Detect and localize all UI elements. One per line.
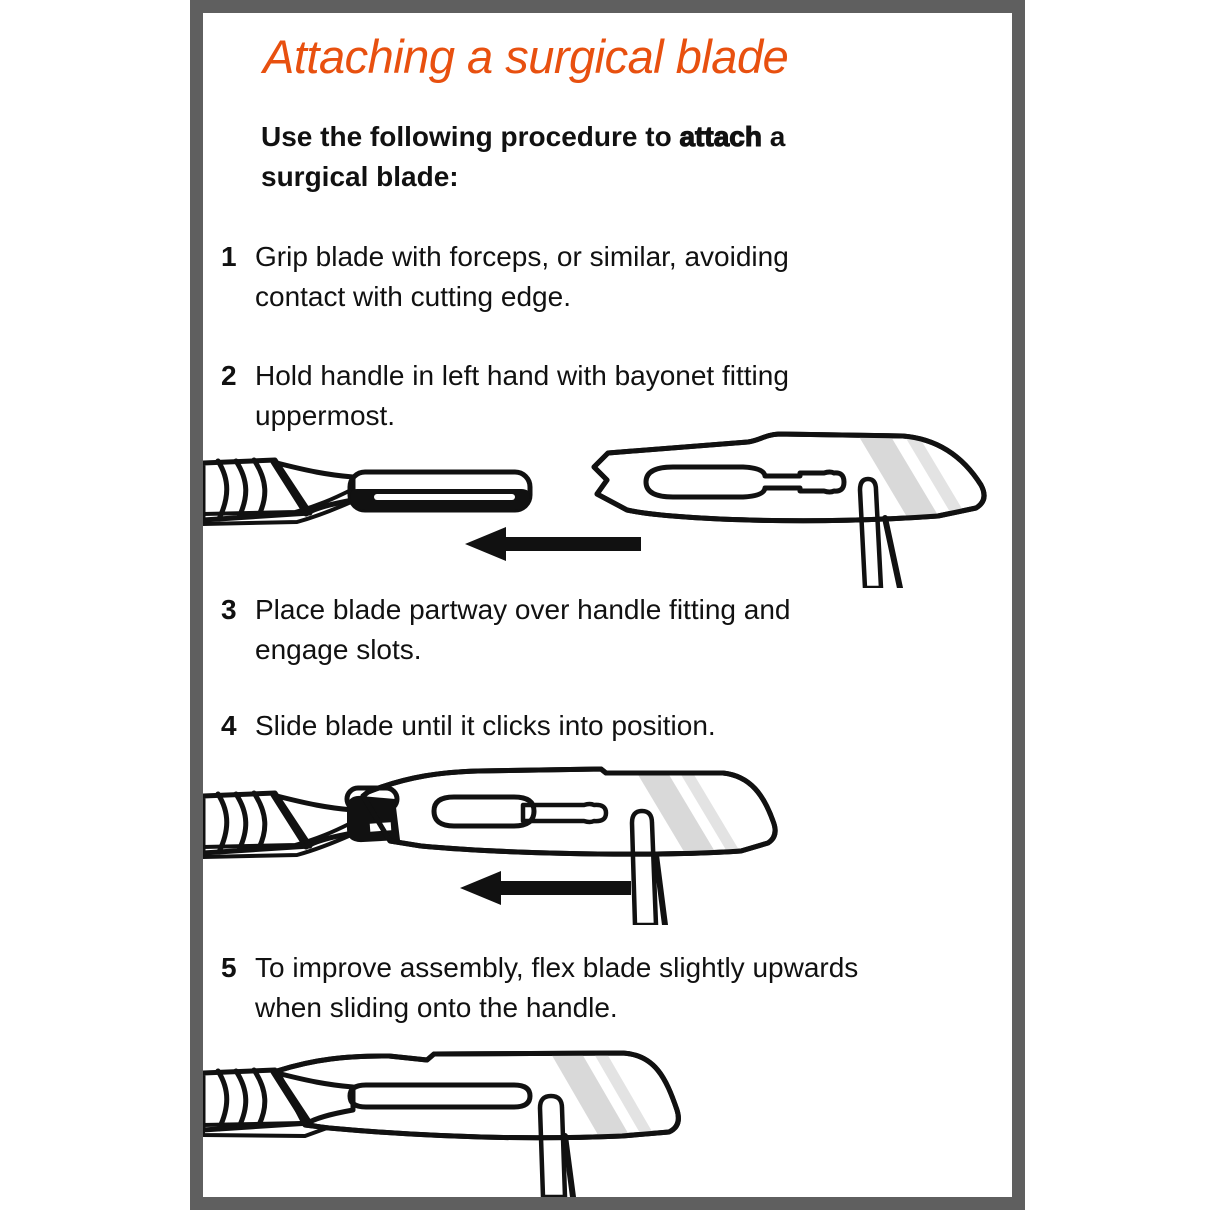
handle-grip-stripes — [215, 457, 268, 522]
surgical-blade — [360, 766, 778, 857]
blade-highlight — [631, 769, 745, 855]
surgical-blade — [274, 1050, 681, 1141]
page-content: Attaching a surgical blade Use the follo… — [203, 13, 1012, 1197]
forceps — [629, 808, 668, 925]
step-number: 5 — [221, 952, 237, 983]
bayonet-fitting — [347, 469, 533, 513]
fitting-tip-in-slot — [520, 801, 609, 825]
blade-highlight — [855, 434, 973, 521]
step-number: 3 — [221, 594, 237, 625]
intro-post: a surgical blade: — [261, 121, 786, 192]
illustration-blade-fully-attached — [203, 1050, 681, 1197]
step-text: To improve assembly, flex blade slightly… — [255, 952, 859, 1023]
step-item-3: 3 Place blade partway over handle fittin… — [221, 590, 870, 670]
illustration-blade-detached — [203, 431, 987, 588]
blade-keyhole-slot — [643, 464, 847, 500]
forceps — [857, 476, 903, 588]
step-text: Hold handle in left hand with bayonet fi… — [255, 360, 789, 431]
step-number: 1 — [221, 241, 237, 272]
step-item-1: 1 Grip blade with forceps, or similar, a… — [221, 237, 870, 317]
blade-slot — [431, 794, 537, 829]
intro-emphasis: attach — [679, 120, 763, 152]
step-item-2: 2 Hold handle in left hand with bayonet … — [221, 356, 870, 436]
handle-grip-stripes — [215, 1067, 268, 1132]
forceps — [537, 1093, 576, 1197]
arrow-left-icon — [465, 527, 641, 561]
step-number: 2 — [221, 360, 237, 391]
intro-pre: Use the following procedure to — [261, 121, 680, 152]
blade-slot — [347, 1082, 533, 1110]
scalpel-handle — [203, 785, 400, 859]
handle-grip-stripes — [215, 790, 268, 855]
step-text: Grip blade with forceps, or similar, avo… — [255, 241, 789, 312]
page-title: Attaching a surgical blade — [263, 30, 789, 83]
step-item-5: 5 To improve assembly, flex blade slight… — [221, 948, 870, 1028]
arrow-left-icon — [460, 871, 631, 905]
surgical-blade — [591, 431, 987, 524]
step-text: Slide blade until it clicks into positio… — [255, 710, 716, 741]
scalpel-handle — [203, 457, 533, 526]
blade-highlight — [543, 1053, 657, 1138]
instruction-page: Attaching a surgical blade Use the follo… — [190, 0, 1025, 1210]
intro-paragraph: Use the following procedure to attach a … — [261, 117, 876, 197]
step-number: 4 — [221, 710, 237, 741]
step-item-4: 4 Slide blade until it clicks into posit… — [221, 706, 870, 746]
illustration-blade-partly-attached — [203, 766, 778, 925]
step-text: Place blade partway over handle fitting … — [255, 594, 791, 665]
